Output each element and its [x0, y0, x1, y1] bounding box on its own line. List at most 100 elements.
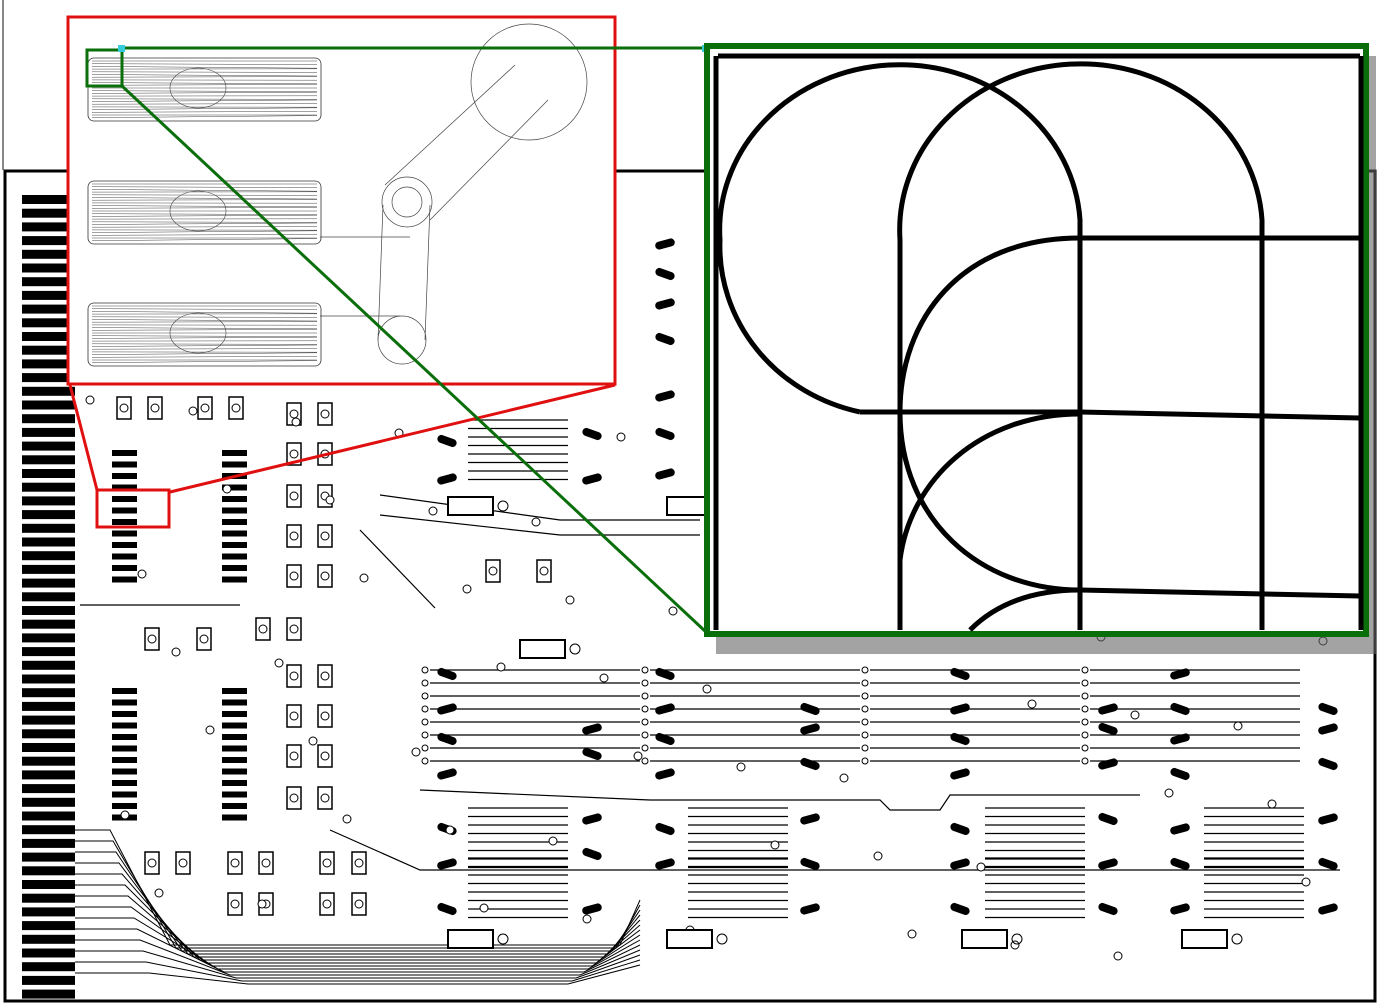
edge-connector-finger [22, 647, 75, 657]
hatch-line [91, 99, 318, 102]
ic-u3-pin [112, 699, 137, 706]
pad [354, 899, 364, 909]
trace [897, 411, 1081, 561]
component-footprint [351, 851, 367, 875]
hatch-line [91, 221, 318, 223]
smd-pad [655, 332, 675, 346]
ic-u2-pin [222, 530, 247, 537]
edge-connector-finger [22, 208, 75, 218]
edge-connector-finger [22, 427, 75, 437]
edge-connector-finger [22, 606, 75, 615]
trace-arc [897, 61, 1265, 630]
component-footprint [317, 664, 333, 688]
ic-u4-pin [222, 803, 247, 809]
component-footprint [147, 396, 163, 420]
smd-pad [655, 427, 675, 441]
edge-connector-finger [22, 866, 75, 876]
ic-u1-pin [112, 565, 137, 571]
ic-u2-pin [222, 542, 247, 548]
hatch-line [91, 103, 318, 105]
component-footprint [319, 892, 335, 916]
smd-pad [1098, 858, 1118, 870]
smd-pad [1170, 823, 1190, 835]
pad [320, 531, 330, 541]
via [1081, 679, 1089, 687]
edge-connector-finger [22, 195, 75, 204]
pad [1011, 933, 1023, 945]
pad [261, 858, 271, 868]
smd-pad [582, 813, 602, 825]
pad [289, 793, 299, 803]
ic-u1-pin [112, 473, 137, 479]
smd-pad [800, 757, 820, 771]
edge-connector-finger [22, 482, 75, 492]
zoom-inset-green [85, 43, 1376, 654]
via [861, 679, 869, 687]
via [702, 684, 712, 694]
smd-pad [1098, 722, 1118, 736]
pad [497, 500, 509, 512]
pad [289, 449, 299, 459]
ic-u1-pin [112, 553, 137, 560]
pad [320, 793, 330, 803]
trace [329, 829, 1340, 871]
ic-u3-pin [112, 745, 137, 752]
zoom-source-box-red [95, 488, 171, 529]
hatch-line [91, 319, 318, 322]
via [1010, 940, 1020, 950]
smd-pad [582, 747, 602, 761]
edge-connector-finger [22, 236, 75, 246]
ic-u4-pin [222, 688, 247, 694]
via [641, 718, 649, 726]
via [1081, 705, 1089, 713]
via [85, 395, 95, 405]
pad [539, 566, 549, 576]
edge-connector-finger [22, 249, 75, 259]
pad [716, 933, 728, 945]
via [861, 757, 869, 765]
ic-u2-pin [222, 565, 247, 571]
smd-pad [655, 468, 675, 480]
via [137, 569, 147, 579]
hatch-line [91, 213, 318, 215]
trace [359, 529, 436, 609]
ic-u1-pin [112, 576, 137, 583]
via-ring [391, 186, 423, 218]
component-footprint [196, 627, 212, 651]
edge-connector-finger [22, 825, 75, 835]
via [171, 647, 181, 657]
zoom-inset-red [66, 15, 617, 529]
ic-u4-pin [222, 780, 247, 786]
via-ring [377, 315, 427, 365]
ic-u3-pin [112, 688, 137, 694]
smd-pad [1170, 857, 1190, 871]
inset-connector-line [169, 383, 616, 494]
pad [488, 566, 498, 576]
hatch-line [91, 84, 318, 86]
smd-pad [1098, 703, 1118, 715]
via [205, 725, 215, 735]
hatch-line [91, 71, 318, 73]
edge-connector-finger [22, 551, 75, 561]
smd-pad [950, 858, 970, 870]
smd-pad [950, 667, 970, 681]
pad [199, 634, 209, 644]
edge-connector-finger [22, 222, 75, 232]
pad [200, 403, 210, 413]
pad [289, 751, 299, 761]
ic-u1-pin [112, 507, 137, 514]
smd-pad [1170, 733, 1190, 745]
smd-pad [582, 903, 602, 915]
component-footprint [286, 442, 302, 466]
pad [258, 624, 268, 634]
via [421, 692, 429, 700]
ic-u4-pin [222, 734, 247, 740]
component-footprint [317, 524, 333, 548]
ic-u3-pin [112, 803, 137, 809]
smd-pad [655, 298, 675, 310]
component-footprint [317, 744, 333, 768]
component-footprint [255, 617, 271, 641]
ic-u1-pin [112, 484, 137, 491]
hatch-line [91, 230, 318, 233]
